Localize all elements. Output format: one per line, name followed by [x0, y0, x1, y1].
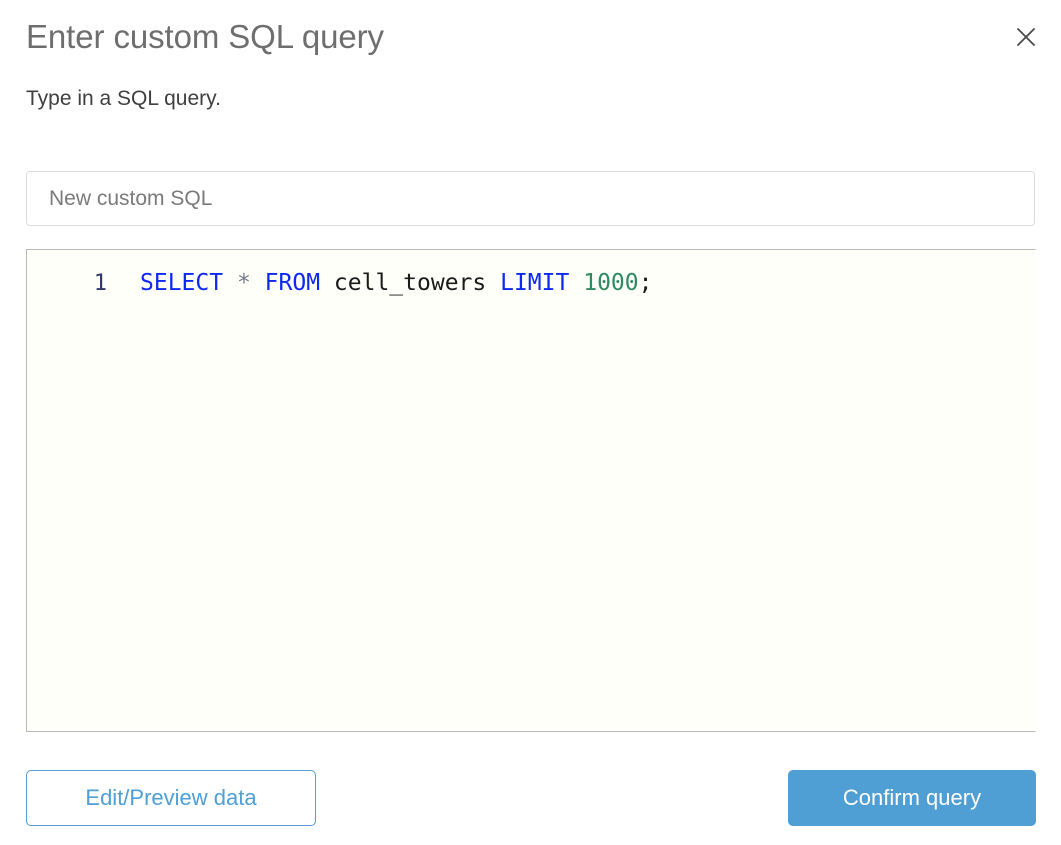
- sql-name-input[interactable]: [26, 171, 1035, 226]
- confirm-query-button[interactable]: Confirm query: [788, 770, 1036, 826]
- code-space: [569, 270, 583, 296]
- code-token-number: 1000: [583, 270, 639, 296]
- code-space: [486, 270, 500, 296]
- close-icon[interactable]: [1005, 16, 1047, 58]
- code-space: [251, 270, 265, 296]
- code-token-star: *: [236, 270, 251, 296]
- line-number: 1: [93, 271, 107, 296]
- code-token-from: FROM: [264, 270, 321, 296]
- code-token-semicolon: ;: [638, 270, 653, 296]
- dialog-subtitle: Type in a SQL query.: [26, 87, 221, 110]
- code-space: [320, 270, 334, 296]
- sql-code-editor[interactable]: 1 SELECT * FROM cell_towers LIMIT 1000;: [26, 249, 1036, 732]
- code-tokens: SELECT * FROM cell_towers LIMIT 1000;: [107, 265, 652, 301]
- code-space: [223, 270, 237, 296]
- code-line: 1 SELECT * FROM cell_towers LIMIT 1000;: [27, 265, 653, 301]
- code-token-table: cell_towers: [333, 270, 487, 296]
- page-title: Enter custom SQL query: [26, 18, 384, 55]
- code-token-limit: LIMIT: [500, 270, 570, 296]
- edit-preview-data-button[interactable]: Edit/Preview data: [26, 770, 316, 826]
- code-token-select: SELECT: [140, 270, 224, 296]
